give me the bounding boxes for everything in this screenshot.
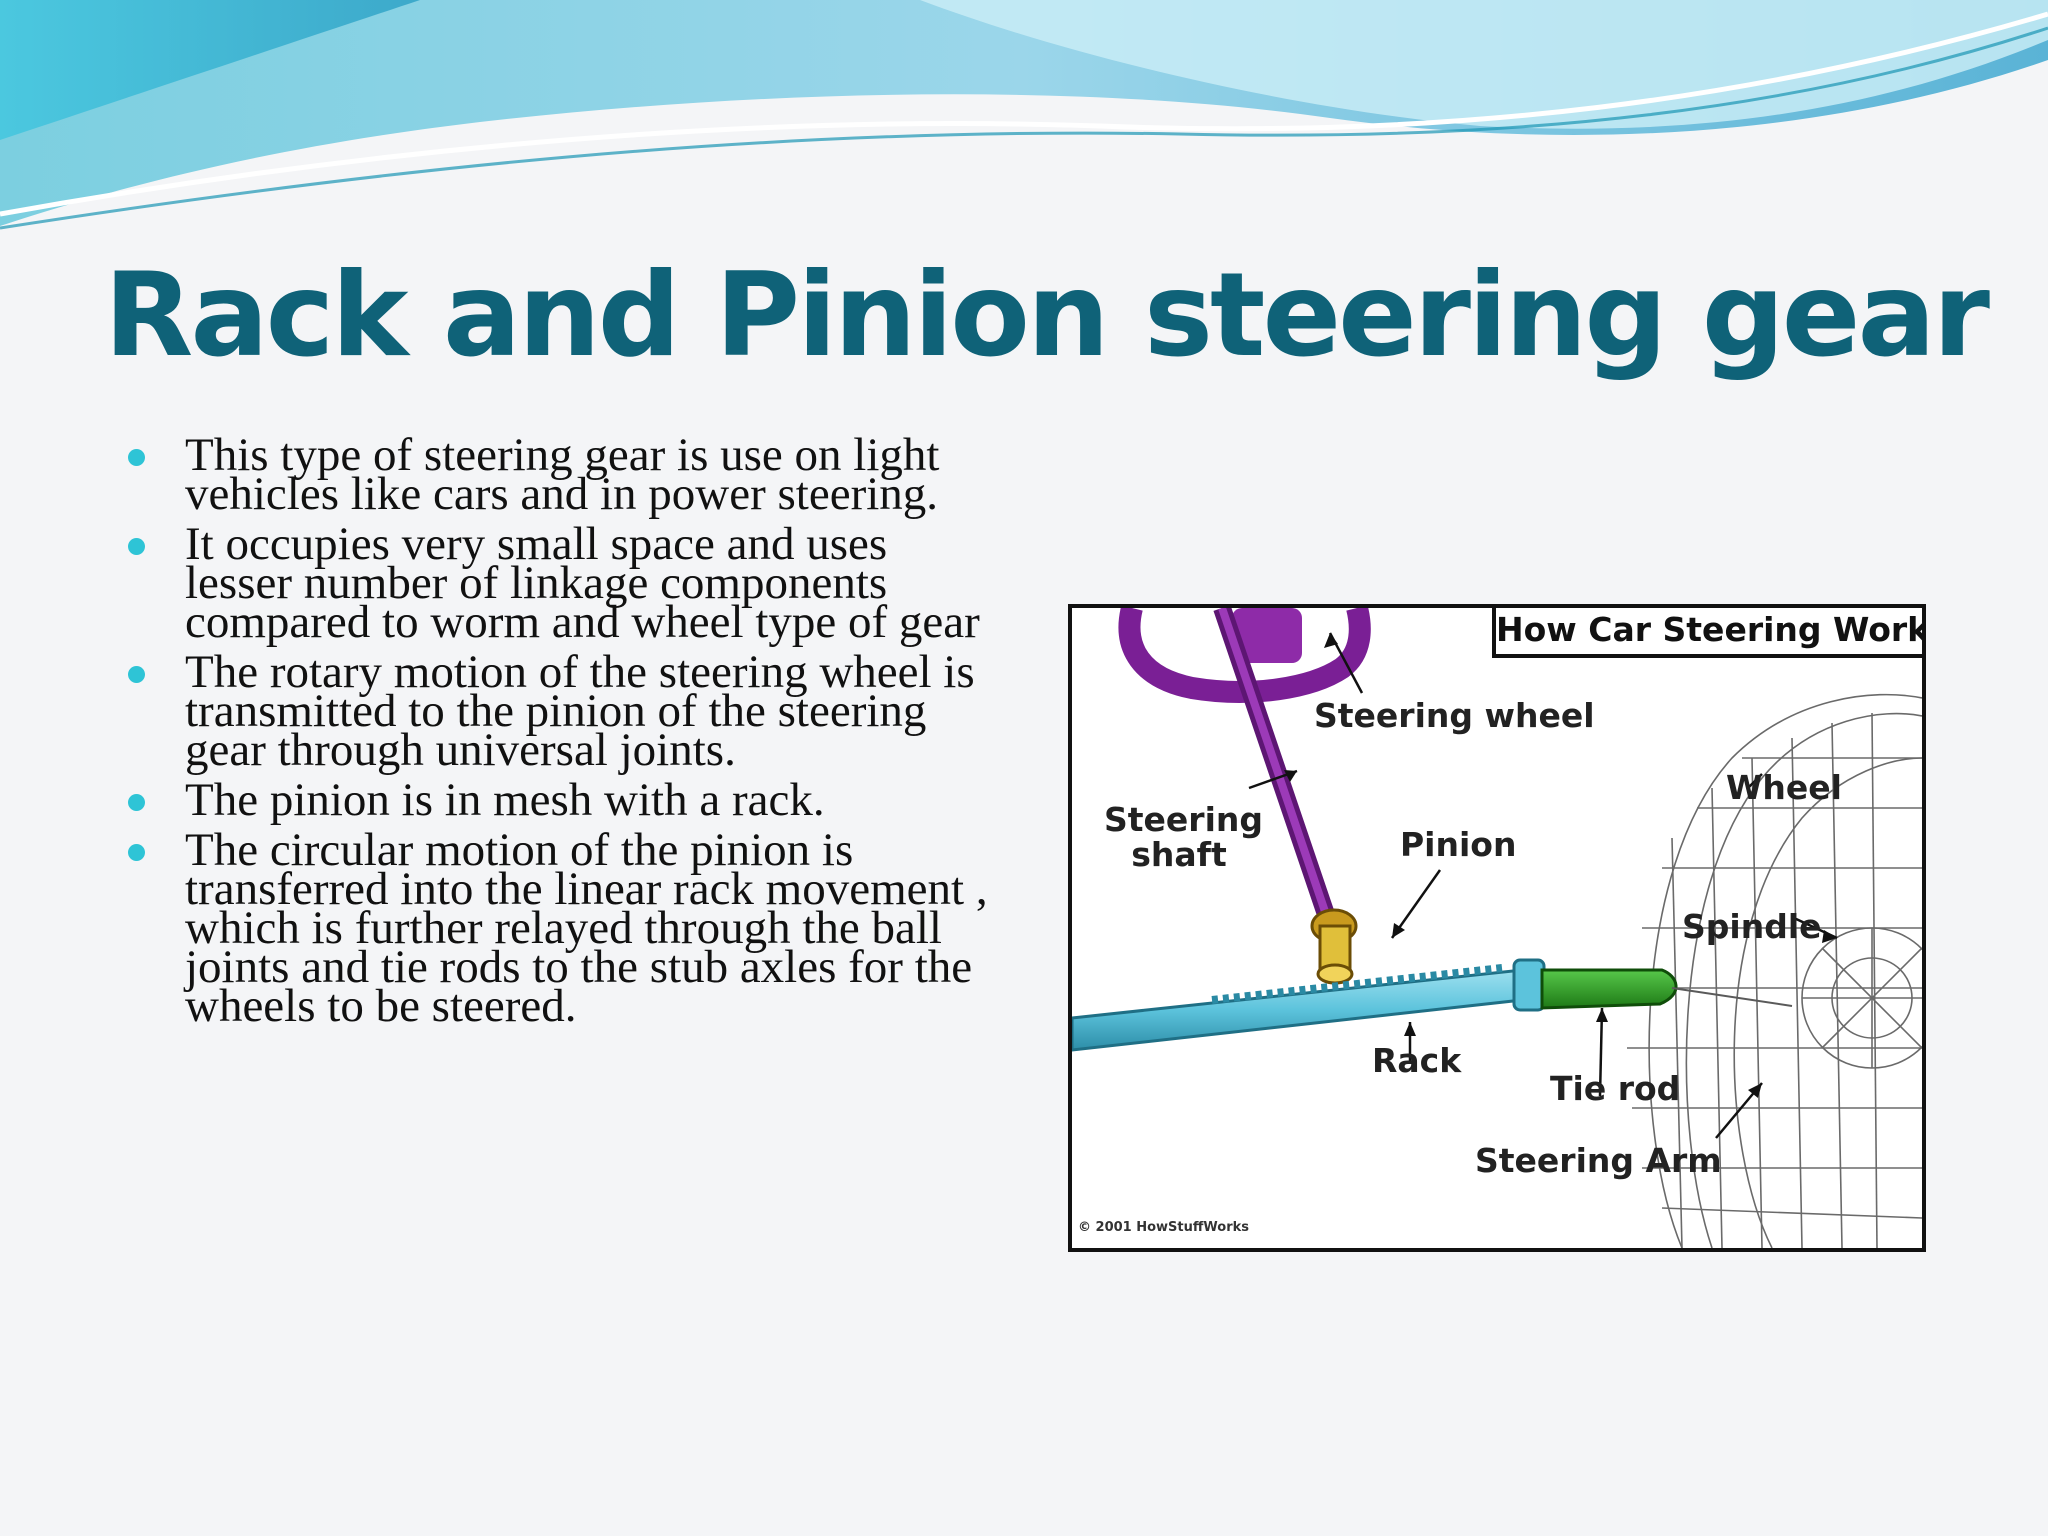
label-steering-wheel: Steering wheel <box>1314 696 1595 735</box>
bullet-point-icon <box>128 666 145 683</box>
label-steering-arm: Steering Arm <box>1475 1141 1722 1180</box>
bullet-text: The rotary motion of the steering wheel … <box>185 646 975 776</box>
label-tie-rod: Tie rod <box>1550 1069 1681 1108</box>
bullet-point-icon <box>128 794 145 811</box>
bullet-list: This type of steering gear is use on lig… <box>120 432 1000 1037</box>
bullet-item: The rotary motion of the steering wheel … <box>120 649 1000 774</box>
bullet-item: This type of steering gear is use on lig… <box>120 432 1000 518</box>
bullet-item: The circular motion of the pinion is tra… <box>120 827 1000 1030</box>
wheel-wireframe <box>1627 693 1922 1248</box>
bullet-text: This type of steering gear is use on lig… <box>185 429 940 520</box>
bullet-item: The pinion is in mesh with a rack. <box>120 777 1000 824</box>
label-spindle: Spindle <box>1682 907 1822 946</box>
steering-wheel-shape <box>1118 608 1371 941</box>
rack-shape <box>1072 958 1546 1052</box>
steering-illustration <box>1072 608 1922 1248</box>
bullet-item: It occupies very small space and uses le… <box>120 521 1000 646</box>
bullet-text: The pinion is in mesh with a rack. <box>185 774 825 826</box>
label-steering-shaft: Steering shaft <box>1104 800 1264 874</box>
header-wave-decoration <box>0 0 2048 230</box>
diagram-title: How Car Steering Works <box>1492 608 1922 658</box>
bullet-point-icon <box>128 449 145 466</box>
label-pinion: Pinion <box>1400 825 1517 864</box>
slide-title: Rack and Pinion steering gear <box>104 248 1990 383</box>
bullet-point-icon <box>128 538 145 555</box>
steering-diagram: How Car Steering Works Steering wheel St… <box>1068 604 1926 1252</box>
bullet-text: The circular motion of the pinion is tra… <box>185 824 988 1032</box>
label-wheel: Wheel <box>1726 768 1842 807</box>
label-rack: Rack <box>1372 1041 1462 1080</box>
tie-rod-shape <box>1540 968 1793 1010</box>
copyright-note: © 2001 HowStuffWorks <box>1078 1220 1250 1235</box>
pinion-shape <box>1310 908 1358 985</box>
bullet-point-icon <box>128 844 145 861</box>
bullet-text: It occupies very small space and uses le… <box>185 518 980 648</box>
